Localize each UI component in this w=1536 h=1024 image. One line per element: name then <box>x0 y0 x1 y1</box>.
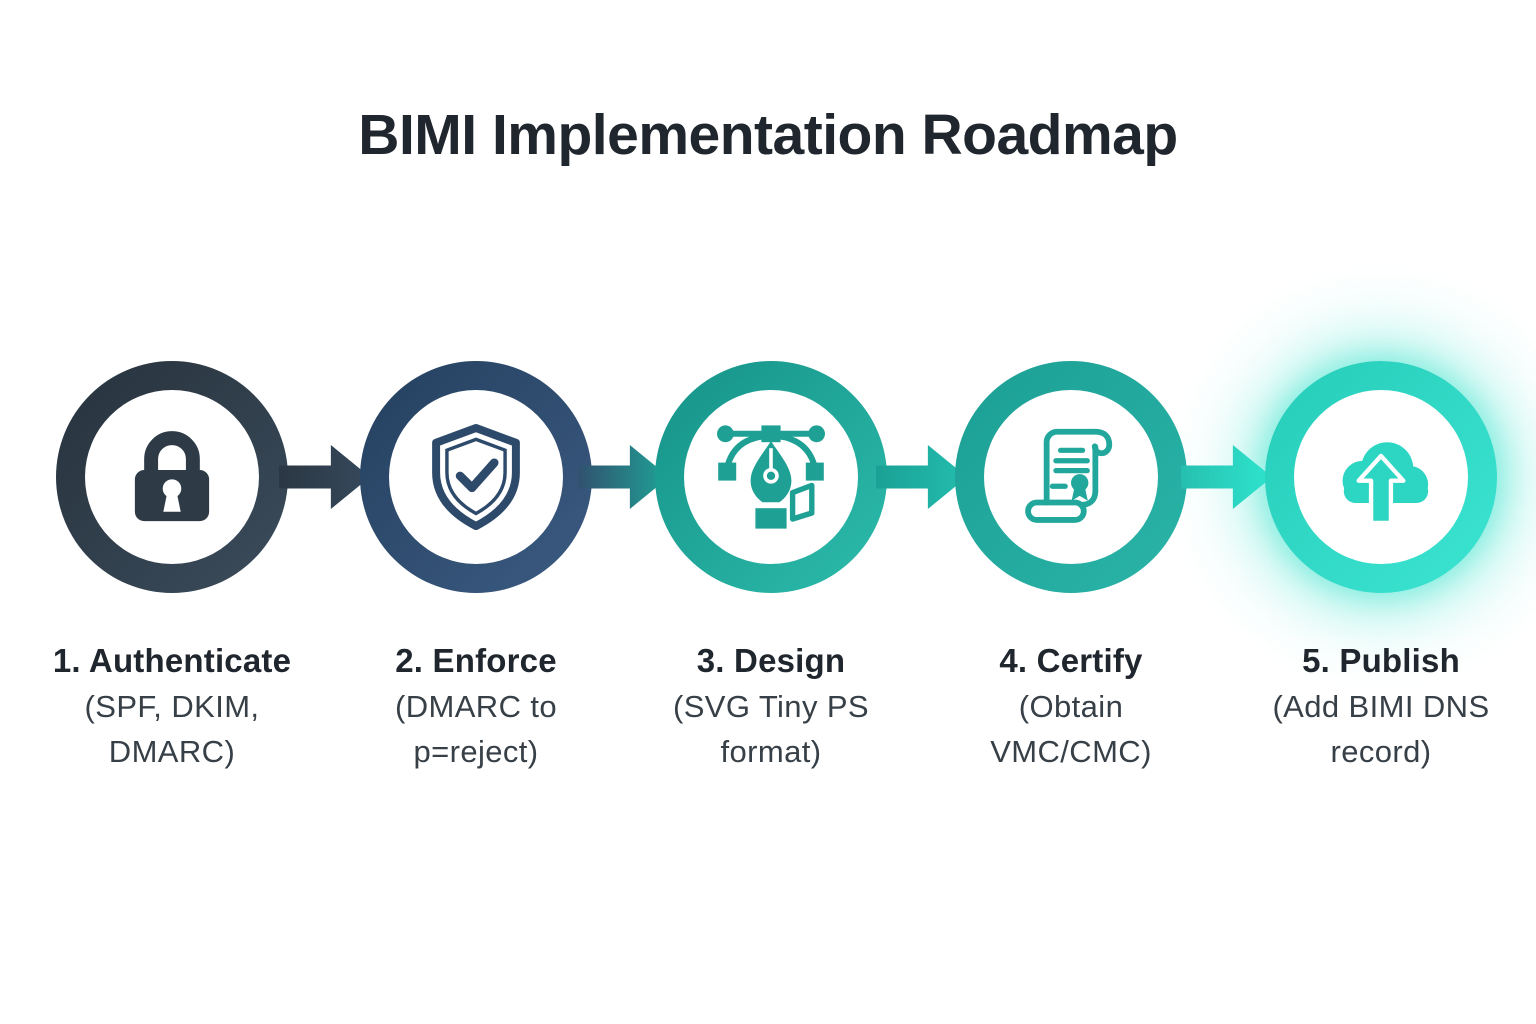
page-title: BIMI Implementation Roadmap <box>358 103 1178 167</box>
step-circle-inner <box>684 390 858 564</box>
pen-tool-icon <box>717 425 825 529</box>
step-circle-inner <box>984 390 1158 564</box>
step-detail-line: VMC/CMC) <box>990 734 1152 769</box>
step-circle-inner <box>85 390 259 564</box>
step-label-authenticate: 1. Authenticate (SPF, DKIM, DMARC) <box>12 638 332 774</box>
step-name: Publish <box>1339 642 1460 679</box>
step-label-enforce: 2. Enforce (DMARC to p=reject) <box>316 638 636 774</box>
step-circle-enforce <box>360 361 592 593</box>
step-detail-line: DMARC) <box>108 734 236 769</box>
step-heading: 2. Enforce <box>316 638 636 684</box>
step-detail-line: (DMARC to <box>394 689 558 724</box>
step-detail-line: p=reject) <box>413 734 539 769</box>
step-circle-inner <box>389 390 563 564</box>
step-heading: 3. Design <box>611 638 931 684</box>
step-circle-publish <box>1265 361 1497 593</box>
step-detail-line: record) <box>1330 734 1432 769</box>
step-circle-authenticate <box>56 361 288 593</box>
step-heading: 4. Certify <box>911 638 1231 684</box>
step-label-publish: 5. Publish (Add BIMI DNS record) <box>1221 638 1536 774</box>
certificate-icon <box>1025 428 1113 523</box>
step-detail-line: format) <box>720 734 822 769</box>
step-number: 1. <box>52 642 81 679</box>
step-circle-inner <box>1294 390 1468 564</box>
step-detail-line: (SPF, DKIM, <box>84 689 260 724</box>
step-detail-line: (SVG Tiny PS <box>672 689 870 724</box>
cloud-upload-icon <box>1342 442 1429 526</box>
step-number: 2. <box>395 642 424 679</box>
step-circle-design <box>655 361 887 593</box>
step-label-design: 3. Design (SVG Tiny PS format) <box>611 638 931 774</box>
step-circle-certify <box>955 361 1187 593</box>
arrow-right-icon <box>279 445 370 509</box>
step-name: Authenticate <box>88 642 292 679</box>
step-heading: 5. Publish <box>1221 638 1536 684</box>
arrow-right-icon <box>876 445 967 509</box>
step-label-certify: 4. Certify (Obtain VMC/CMC) <box>911 638 1231 774</box>
step-name: Enforce <box>432 642 557 679</box>
step-number: 4. <box>999 642 1028 679</box>
shield-check-icon <box>432 423 520 531</box>
step-detail-line: (Obtain <box>1018 689 1124 724</box>
step-heading: 1. Authenticate <box>12 638 332 684</box>
step-name: Certify <box>1036 642 1143 679</box>
lock-icon <box>134 431 210 522</box>
arrow-right-icon <box>1181 445 1272 509</box>
step-number: 3. <box>696 642 725 679</box>
step-detail-line: (Add BIMI DNS <box>1272 689 1490 724</box>
step-name: Design <box>734 642 846 679</box>
step-number: 5. <box>1302 642 1330 679</box>
